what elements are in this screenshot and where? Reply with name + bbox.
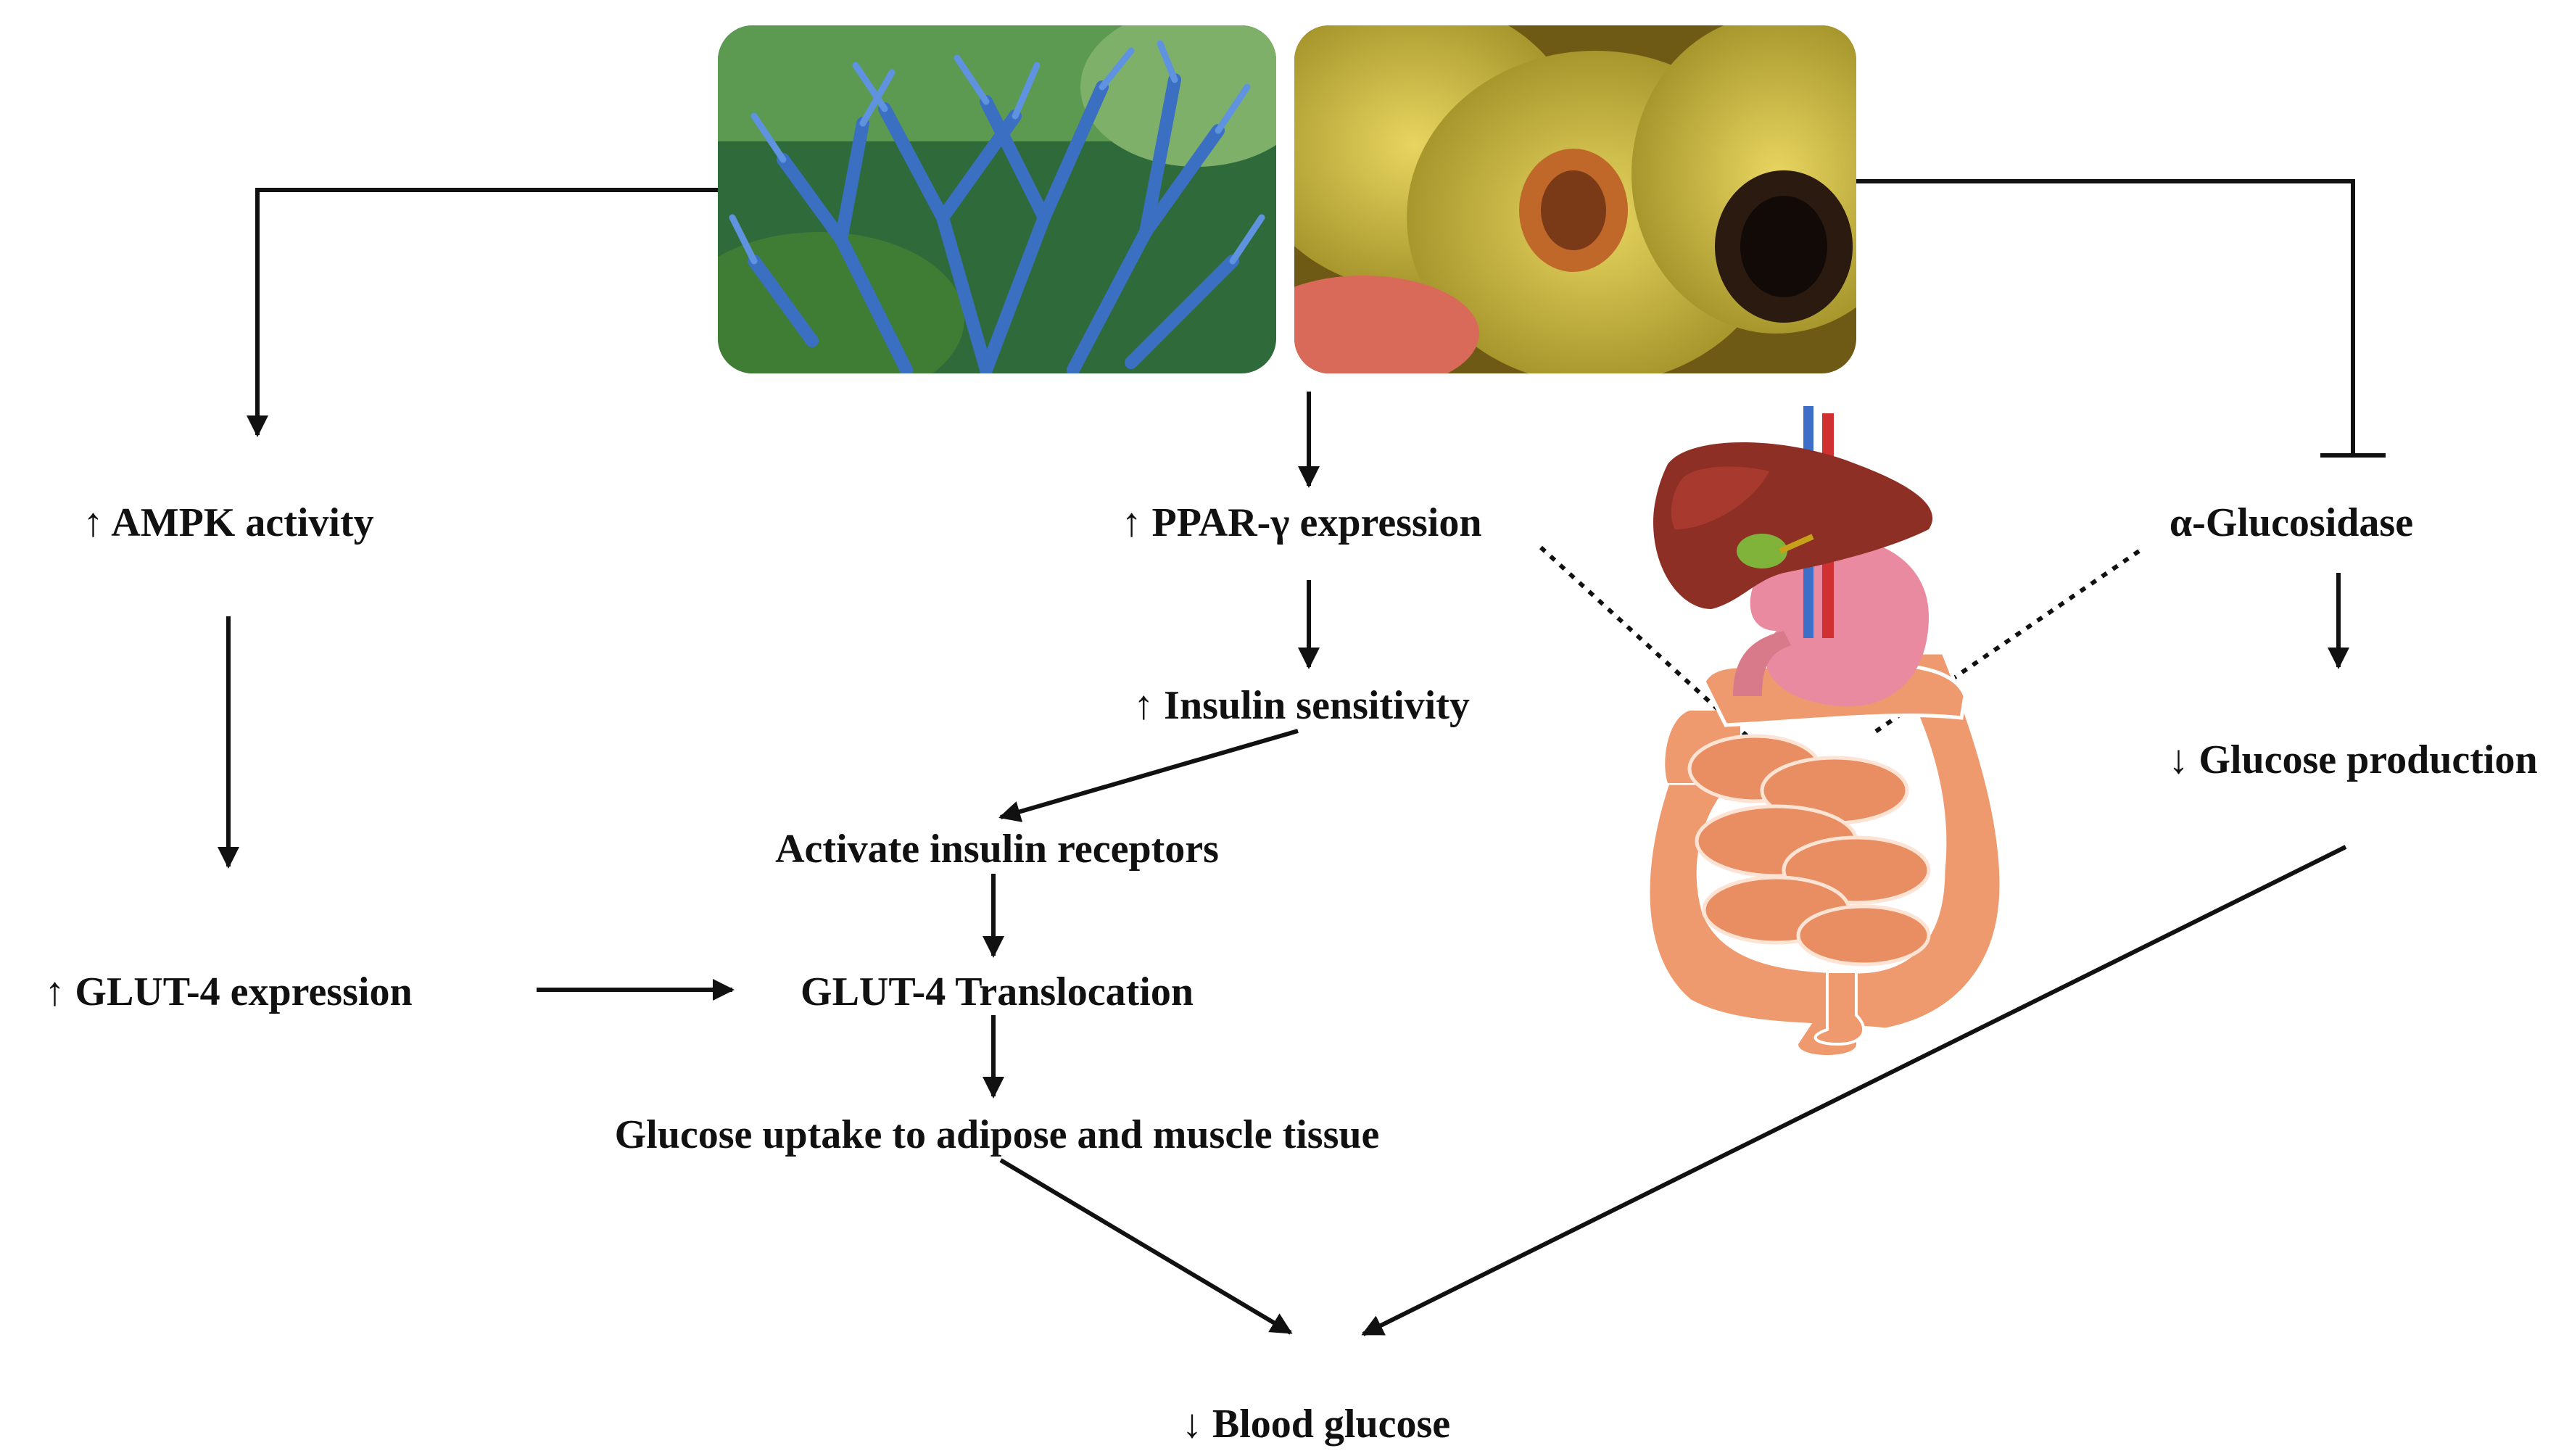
- insulin-sensitivity-label: ↑ Insulin sensitivity: [1133, 683, 1470, 728]
- activate-insulin-receptors-label: Activate insulin receptors: [775, 827, 1219, 872]
- glut4-translocation-label: GLUT-4 Translocation: [801, 969, 1194, 1014]
- glucose-production-label: ↓ Glucose production: [2168, 737, 2538, 782]
- sponge-photo: [1294, 25, 1856, 373]
- connector-arrows: [218, 179, 2386, 1336]
- dotted-organ-links: [1539, 545, 2141, 822]
- seaweed-photo: [718, 25, 1276, 373]
- glut4-expression-label: ↑ GLUT-4 expression: [44, 969, 413, 1014]
- ampk-activity-label: ↑ AMPK activity: [83, 500, 374, 545]
- alpha-glucosidase-label: α-Glucosidase: [2169, 500, 2414, 545]
- glucose-uptake-label: Glucose uptake to adipose and muscle tis…: [614, 1112, 1380, 1157]
- blood-glucose-label: ↓ Blood glucose: [1181, 1402, 1451, 1447]
- ppar-gamma-expression-label: ↑ PPAR-γ expression: [1121, 500, 1482, 545]
- digestive-organs-icon: [1646, 406, 2003, 1055]
